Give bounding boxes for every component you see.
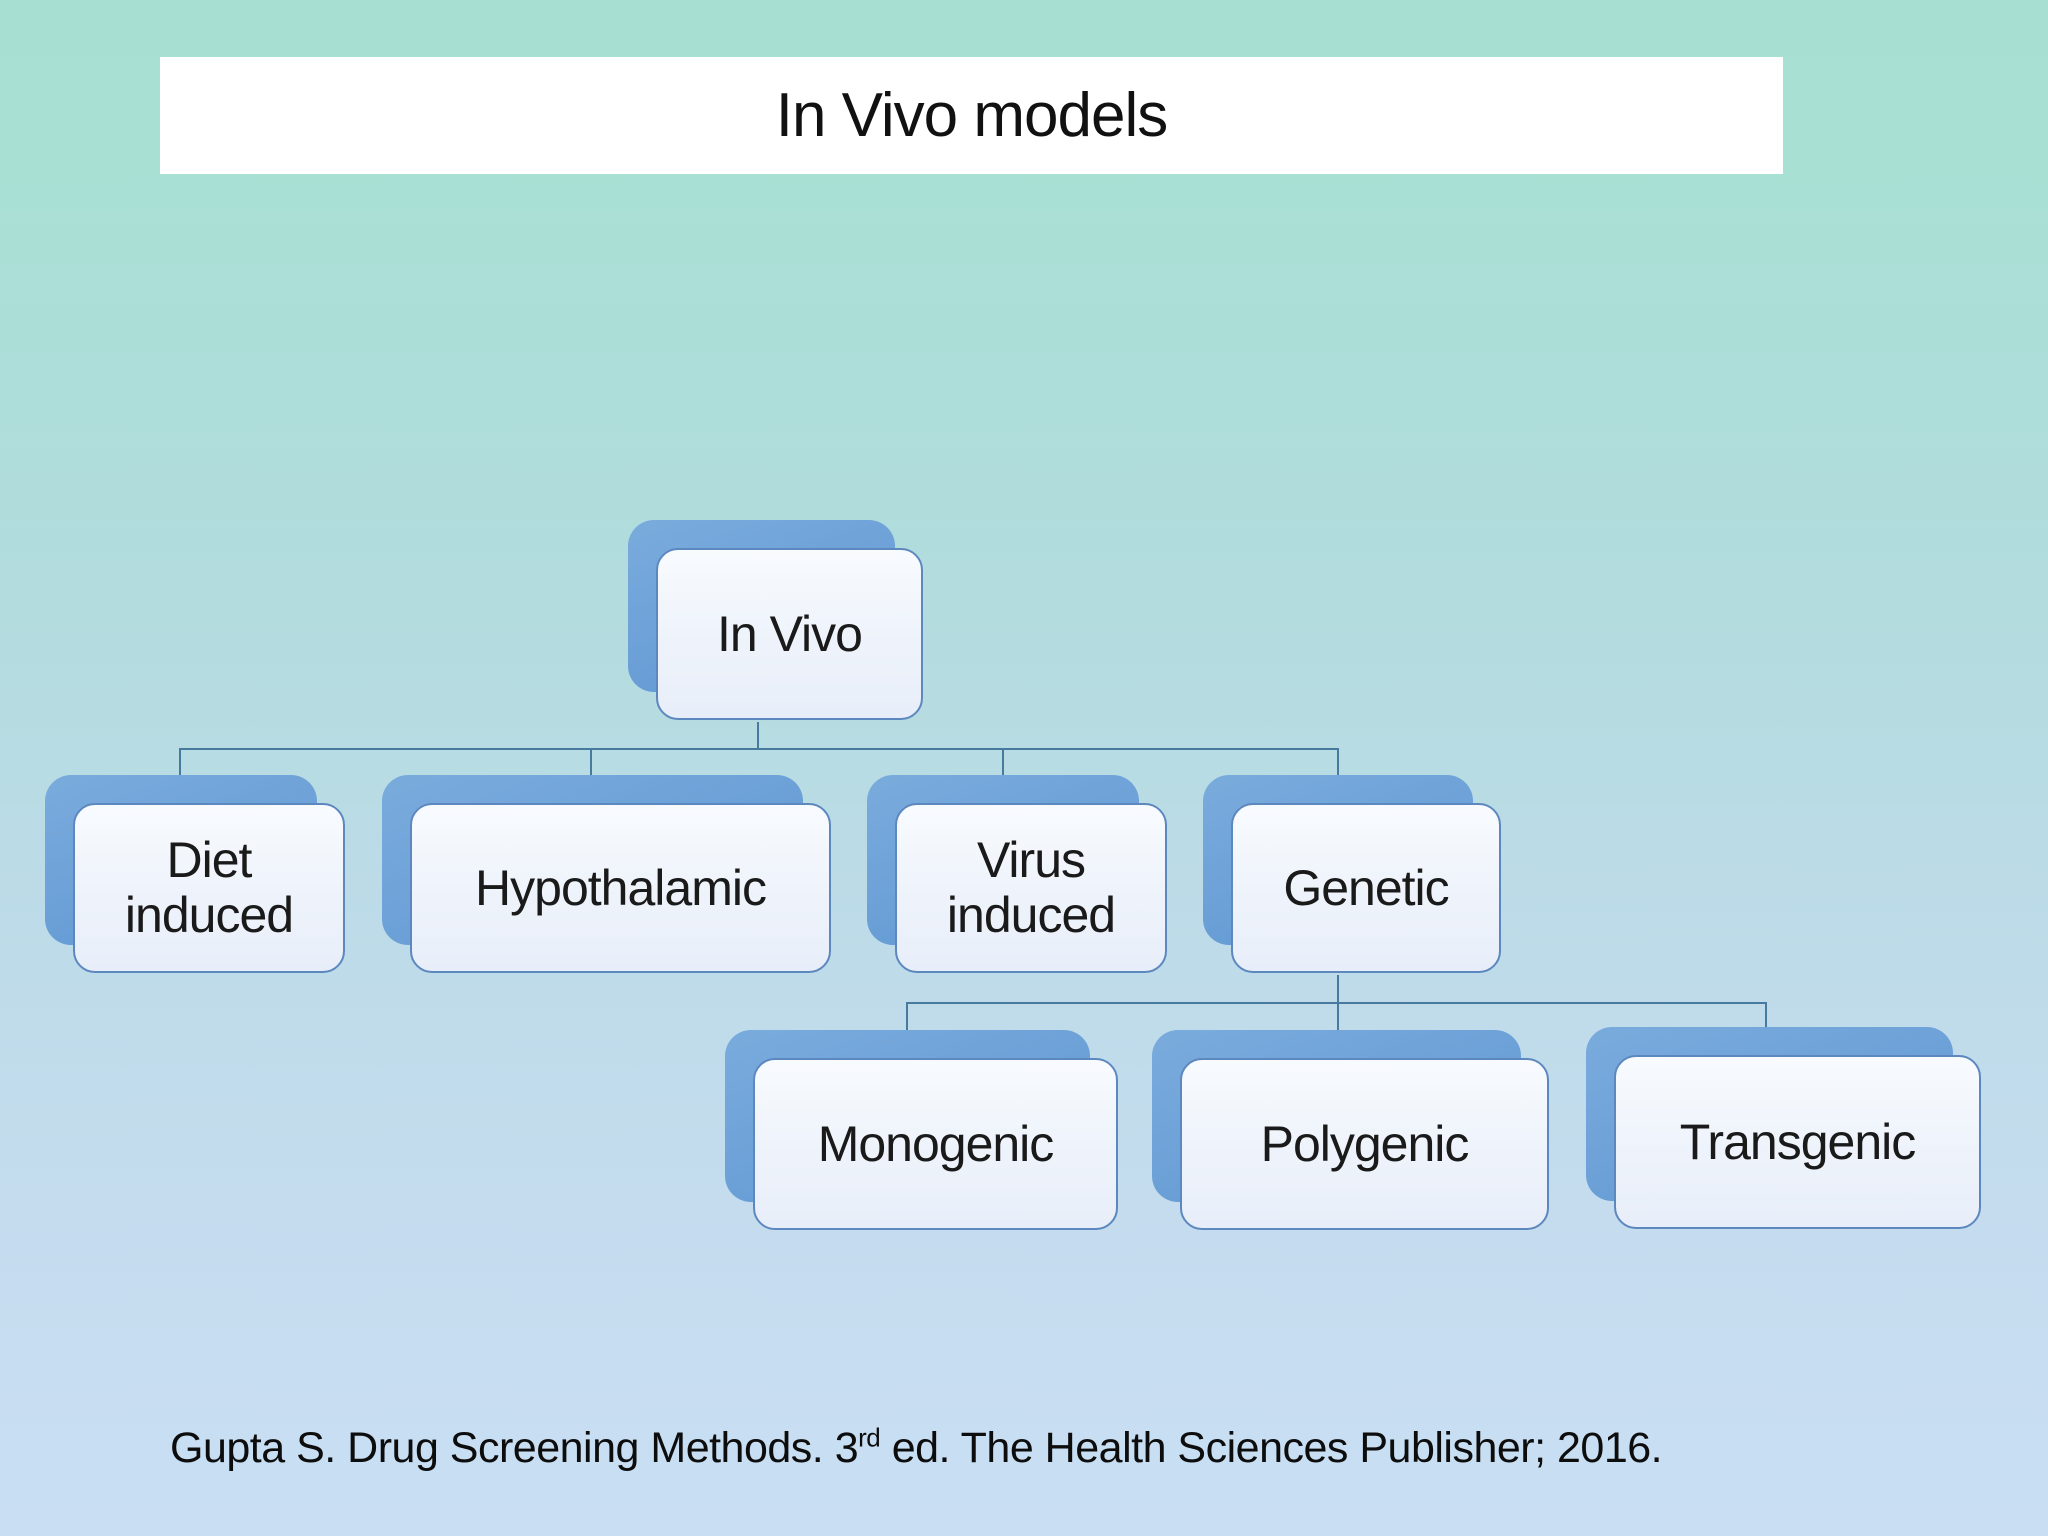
node-face: Polygenic: [1180, 1058, 1549, 1230]
connector-drop-monogenic: [906, 1002, 908, 1031]
node-face: Diet induced: [73, 803, 345, 973]
connector-drop-diet: [179, 748, 181, 776]
connector-level1-bus: [179, 748, 1339, 750]
node-polygenic: Polygenic: [1152, 1030, 1549, 1230]
connector-drop-virus: [1002, 748, 1004, 776]
citation-suffix: ed. The Health Sciences Publisher; 2016.: [880, 1424, 1663, 1472]
node-label: Genetic: [1283, 859, 1449, 916]
node-in-vivo: In Vivo: [628, 520, 923, 720]
node-label: Transgenic: [1679, 1113, 1916, 1170]
node-face: Hypothalamic: [410, 803, 831, 973]
node-hypothalamic: Hypothalamic: [382, 775, 831, 973]
citation-prefix: Gupta S. Drug Screening Methods. 3: [170, 1424, 859, 1472]
node-label: Diet induced: [124, 832, 294, 943]
node-face: Monogenic: [753, 1058, 1118, 1230]
node-label: Monogenic: [817, 1115, 1055, 1172]
connector-drop-transgenic: [1765, 1002, 1767, 1028]
slide-title: In Vivo models: [775, 81, 1169, 150]
node-label: Hypothalamic: [475, 859, 767, 916]
connector-drop-genetic: [1337, 748, 1339, 776]
slide-title-bar: In Vivo models: [160, 57, 1783, 174]
node-face: Virus induced: [895, 803, 1167, 973]
node-face: Transgenic: [1614, 1055, 1981, 1229]
citation-superscript: rd: [858, 1422, 881, 1453]
node-monogenic: Monogenic: [725, 1030, 1118, 1230]
node-label: Polygenic: [1260, 1115, 1470, 1172]
citation: Gupta S. Drug Screening Methods. 3rd ed.…: [170, 1424, 1870, 1473]
node-genetic: Genetic: [1203, 775, 1501, 973]
node-label: Virus induced: [946, 832, 1116, 943]
connector-drop-hypothalamic: [590, 748, 592, 776]
node-diet-induced: Diet induced: [45, 775, 345, 973]
node-virus-induced: Virus induced: [867, 775, 1167, 973]
node-transgenic: Transgenic: [1586, 1027, 1981, 1229]
connector-level2-bus: [906, 1002, 1767, 1004]
node-face: Genetic: [1231, 803, 1501, 973]
node-label: In Vivo: [717, 605, 863, 662]
node-face: In Vivo: [656, 548, 923, 720]
connector-root-stem: [757, 722, 759, 750]
